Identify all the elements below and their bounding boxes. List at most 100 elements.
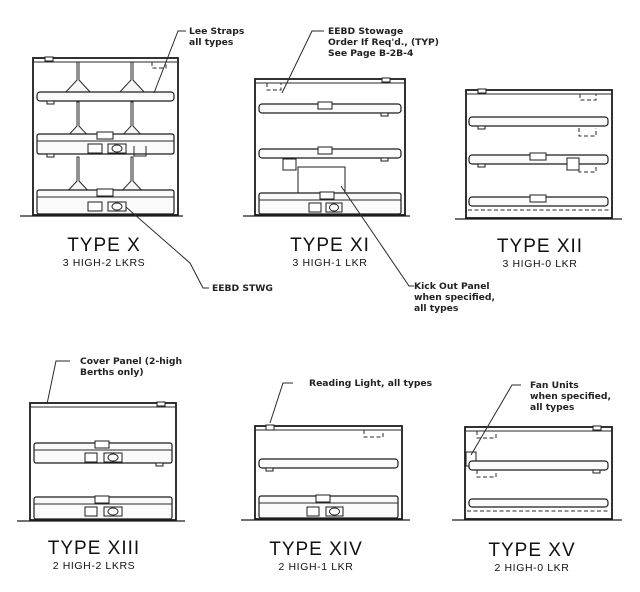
callout-fan-units: Fan Units when specified, all types: [530, 380, 611, 413]
callout-line: Fan Units: [530, 380, 579, 391]
callout-line: EEBD STWG: [212, 283, 273, 294]
type-xi-drawing: [243, 77, 410, 217]
locker-latch: [94, 440, 110, 449]
berth-lower: [468, 498, 609, 508]
lee-straps-leader: [153, 30, 186, 94]
type-xii-subtitle: 3 HIGH-0 LKR: [503, 258, 578, 270]
callout-eebd-stowage: EEBD Stowage Order If Req'd., (TYP) See …: [328, 26, 439, 59]
type-xi-title: TYPE XI: [290, 235, 370, 256]
locker-latch: [96, 188, 114, 197]
berth-foot: [155, 462, 164, 467]
callout-line: Lee Straps: [189, 26, 245, 37]
type-xii-drawing: [455, 88, 622, 220]
type-xv-drawing: [452, 425, 622, 521]
callout-line: all types: [530, 402, 575, 413]
berth-foot: [380, 157, 389, 162]
berth-foot: [265, 467, 274, 472]
locker-box: [84, 452, 98, 463]
callout-line: Order If Req'd., (TYP): [328, 37, 439, 48]
type-xiv-drawing: [241, 424, 410, 521]
berth-upper: [258, 458, 399, 469]
type-xiv-subtitle: 2 HIGH-1 LKR: [279, 561, 354, 573]
type-x-drawing: [20, 56, 183, 217]
berth-handle: [529, 194, 547, 203]
callout-line: Berths only): [80, 367, 144, 378]
eebd-box: [103, 506, 123, 517]
eebd-box: [325, 202, 343, 213]
eebd-box: [103, 452, 123, 463]
callout-line: when specified,: [414, 292, 495, 303]
eebd-bottle: [111, 144, 123, 153]
callout-eebd-stwg: EEBD STWG: [212, 283, 273, 294]
locker-box: [87, 201, 103, 212]
berth-frame: [464, 426, 613, 520]
eebd-stowage-dashed: [363, 430, 384, 438]
berth-frame: [32, 57, 179, 216]
berth-upper: [468, 460, 609, 471]
callout-reading-light: Reading Light, all types: [309, 378, 433, 389]
type-xi-subtitle: 3 HIGH-1 LKR: [293, 257, 368, 269]
callout-line: when specified,: [530, 391, 611, 402]
eebd-bottle: [107, 453, 119, 462]
reading-light: [381, 77, 391, 83]
berth-foot: [46, 153, 55, 158]
berth-handle: [529, 152, 547, 161]
reading-light: [477, 88, 487, 94]
bracket: [133, 146, 147, 157]
dashed-fixture: [476, 470, 497, 478]
berth-frame: [465, 89, 613, 219]
berth-handle: [317, 101, 333, 110]
locker-box: [306, 506, 320, 517]
kick-out-panel-leader: [340, 185, 414, 287]
callout-line: Cover Panel (2-high: [80, 356, 182, 367]
type-x-title: TYPE X: [67, 235, 141, 256]
eebd-stwg-leader: [125, 206, 209, 289]
callout-line: all types: [189, 37, 234, 48]
type-labels: TYPE X 3 HIGH-2 LKRS TYPE XI 3 HIGH-1 LK…: [48, 235, 583, 574]
berth-foot: [477, 163, 486, 168]
callout-line: Reading Light, all types: [309, 378, 433, 389]
berth-handle: [317, 146, 333, 155]
eebd-bottle: [111, 202, 123, 211]
callout-line: Kick Out Panel: [414, 281, 490, 292]
eebd-stowage-dashed: [476, 431, 497, 439]
eebd-stowage-dashed: [579, 94, 597, 101]
eebd-box: [107, 143, 127, 154]
locker-box: [308, 202, 322, 213]
fan-bracket: [566, 157, 580, 171]
locker-latch: [96, 131, 114, 140]
type-xiv-title: TYPE XIV: [269, 539, 363, 560]
locker-latch: [315, 494, 331, 503]
cover-panel-leader: [46, 360, 70, 405]
type-xiii-subtitle: 2 HIGH-2 LKRS: [53, 560, 136, 572]
eebd-stowage-dashed: [266, 83, 282, 91]
berth-frame: [254, 78, 406, 216]
locker-latch: [94, 495, 110, 504]
locker-box: [84, 506, 98, 517]
lee-straps: [62, 61, 148, 196]
berth-upper: [36, 91, 175, 102]
eebd-bottle: [329, 507, 340, 516]
type-xv-title: TYPE XV: [488, 540, 575, 561]
reading-light: [44, 56, 54, 62]
type-xv-subtitle: 2 HIGH-0 LKR: [495, 562, 570, 574]
berth-foot: [380, 112, 389, 117]
callout-line: all types: [414, 303, 459, 314]
locker-latch: [319, 191, 335, 200]
eebd-bottle: [329, 203, 339, 212]
berth-frame: [29, 402, 177, 521]
callout-line: EEBD Stowage: [328, 26, 403, 37]
eebd-box: [325, 506, 344, 517]
type-x-subtitle: 3 HIGH-2 LKRS: [63, 257, 146, 269]
berth-foot: [592, 469, 601, 474]
reading-light-leader: [269, 382, 293, 424]
dashed-fixture: [578, 164, 597, 173]
berth-foot: [477, 125, 486, 130]
locker-box: [87, 143, 103, 154]
berth-foot: [46, 100, 55, 105]
type-xii-title: TYPE XII: [497, 236, 583, 257]
callout-leaders: [46, 30, 521, 456]
eebd-stowage-dashed: [151, 62, 167, 69]
eebd-stowage-leader: [281, 30, 324, 94]
